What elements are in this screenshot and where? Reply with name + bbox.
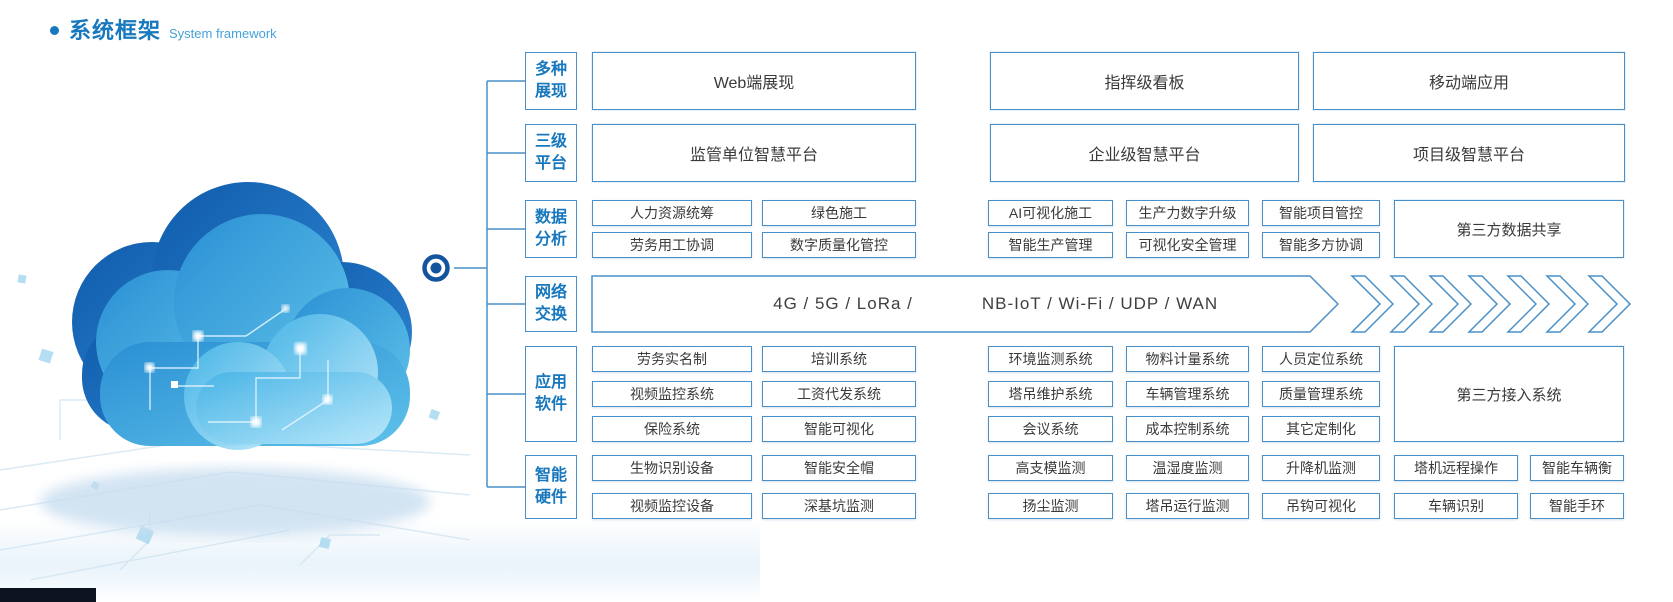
framework-box: 人力资源统筹 [592, 200, 752, 226]
framework-box: 劳务用工协调 [592, 232, 752, 258]
chevron-icons [1350, 275, 1632, 333]
framework-box: 智能手环 [1530, 493, 1624, 519]
framework-box: 车辆识别 [1394, 493, 1518, 519]
row-label-hardware: 智能 硬件 [525, 455, 577, 519]
framework-box: 智能生产管理 [988, 232, 1113, 258]
cloud-circuits [149, 309, 329, 431]
framework-box: 保险系统 [592, 416, 752, 442]
page-title: 系统框架 System framework [50, 13, 277, 45]
framework-box: 可视化安全管理 [1126, 232, 1249, 258]
row-label-network: 网络 交换 [525, 276, 577, 332]
framework-box: 人员定位系统 [1262, 346, 1380, 372]
framework-bigbox: 项目级智慧平台 [1313, 124, 1625, 182]
framework-box: 车辆管理系统 [1126, 381, 1249, 407]
framework-bigbox: 第三方接入系统 [1394, 346, 1624, 442]
framework-bigbox: 企业级智慧平台 [990, 124, 1299, 182]
framework-box: 成本控制系统 [1126, 416, 1249, 442]
tree-connectors [450, 80, 525, 488]
framework-box: 会议系统 [988, 416, 1113, 442]
row-label-platform: 三级 平台 [525, 124, 577, 182]
framework-bigbox: 监管单位智慧平台 [592, 124, 916, 182]
framework-box: 培训系统 [762, 346, 916, 372]
framework-box: 数字质量化管控 [762, 232, 916, 258]
cloud-illustration [0, 182, 471, 580]
framework-bigbox: 移动端应用 [1313, 52, 1625, 110]
framework-box: 环境监测系统 [988, 346, 1113, 372]
framework-bigbox: 第三方数据共享 [1394, 200, 1624, 258]
framework-box: 扬尘监测 [988, 493, 1113, 519]
framework-box: 质量管理系统 [1262, 381, 1380, 407]
framework-box: 塔吊运行监测 [1126, 493, 1249, 519]
bullet-icon [50, 26, 59, 35]
network-protocols-right: NB-IoT / Wi-Fi / UDP / WAN [981, 294, 1219, 313]
framework-box: 塔吊维护系统 [988, 381, 1113, 407]
framework-box: 智能车辆衡 [1530, 455, 1624, 481]
network-protocols-left: 4G / 5G / LoRa / [773, 294, 913, 313]
title-en: System framework [169, 26, 277, 41]
framework-box: 温湿度监测 [1126, 455, 1249, 481]
framework-box: 绿色施工 [762, 200, 916, 226]
framework-box: 劳务实名制 [592, 346, 752, 372]
row-label-display: 多种 展现 [525, 52, 577, 110]
row-label-app: 应用 软件 [525, 346, 577, 442]
framework-box: 其它定制化 [1262, 416, 1380, 442]
framework-box: AI可视化施工 [988, 200, 1113, 226]
framework-box: 智能可视化 [762, 416, 916, 442]
framework-box: 吊钩可视化 [1262, 493, 1380, 519]
framework-box: 生产力数字升级 [1126, 200, 1249, 226]
title-zh: 系统框架 [69, 18, 162, 43]
row-label-data: 数据 分析 [525, 200, 577, 258]
framework-box: 视频监控设备 [592, 493, 752, 519]
framework-bigbox: Web端展现 [592, 52, 916, 110]
framework-box: 生物识别设备 [592, 455, 752, 481]
framework-box: 升降机监测 [1262, 455, 1380, 481]
cloud-front-lobe [184, 314, 392, 450]
framework-box: 智能项目管控 [1262, 200, 1380, 226]
hub-node-icon [418, 250, 454, 286]
framework-box: 物料计量系统 [1126, 346, 1249, 372]
framework-box: 视频监控系统 [592, 381, 752, 407]
framework-box: 深基坑监测 [762, 493, 916, 519]
network-band [591, 275, 1340, 333]
cloud-glow-dots [145, 305, 332, 427]
framework-box: 智能多方协调 [1262, 232, 1380, 258]
framework-box: 工资代发系统 [762, 381, 916, 407]
framework-box: 塔机远程操作 [1394, 455, 1518, 481]
framework-bigbox: 指挥级看板 [990, 52, 1299, 110]
framework-box: 高支模监测 [988, 455, 1113, 481]
framework-box: 智能安全帽 [762, 455, 916, 481]
footer-sliver [0, 588, 96, 602]
